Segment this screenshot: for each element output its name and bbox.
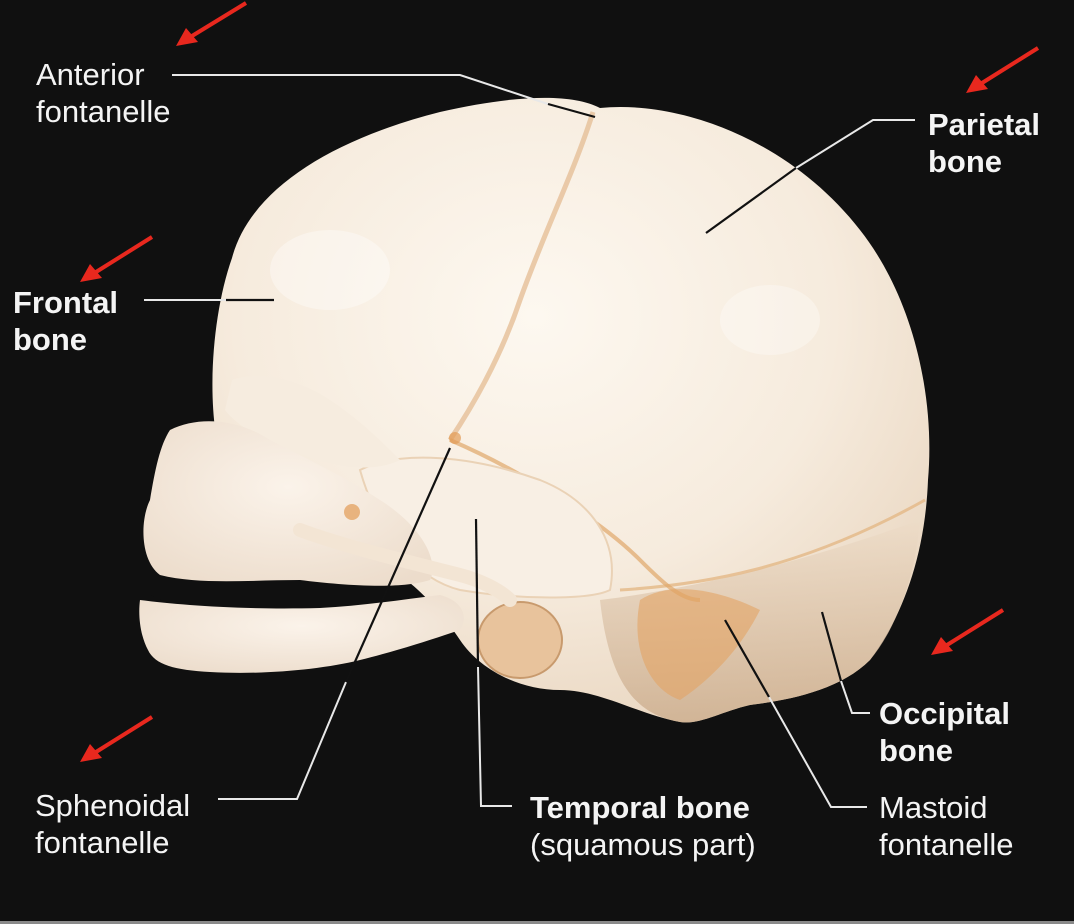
arrow-sphenoidal-fontanelle-icon [80,715,154,762]
arrow-frontal-bone-icon [80,235,154,282]
label-mastoid-fontanelle-line1: Mastoid [879,790,988,825]
label-parietal-bone: Parietal bone [928,106,1040,180]
label-sphenoidal-fontanelle: Sphenoidal fontanelle [35,787,190,861]
label-temporal-bone: Temporal bone (squamous part) [530,789,756,863]
label-anterior-fontanelle-line2: fontanelle [36,94,171,129]
leader-anterior-fontanelle [172,74,549,105]
label-frontal-bone: Frontal bone [13,284,118,358]
label-parietal-bone-line1: Parietal [928,107,1041,142]
label-anterior-fontanelle-line1: Anterior [36,57,145,92]
label-anterior-fontanelle: Anterior fontanelle [36,56,170,130]
label-sphenoidal-fontanelle-line1: Sphenoidal [35,788,191,823]
label-occipital-bone: Occipital bone [879,695,1010,769]
leader-occipital-bone [840,680,870,714]
label-mastoid-fontanelle: Mastoid fontanelle [879,789,1013,863]
label-mastoid-fontanelle-line2: fontanelle [879,827,1014,862]
leader-parietal-bone [795,119,915,169]
label-temporal-bone-line1: Temporal bone [530,790,750,825]
arrow-occipital-bone-icon [931,608,1005,655]
leader-sphenoidal-fontanelle [218,681,347,800]
label-frontal-bone-line2: bone [13,322,88,357]
label-temporal-bone-line2: (squamous part) [530,827,756,862]
leader-temporal-bone [477,666,512,807]
arrow-anterior-fontanelle-icon [176,1,248,46]
label-parietal-bone-line2: bone [928,144,1003,179]
facial-bones [139,376,517,673]
arrow-parietal-bone-icon [966,46,1040,93]
red-arrows [80,1,1040,762]
leader-lines [144,74,915,808]
label-occipital-bone-line2: bone [879,733,954,768]
label-sphenoidal-fontanelle-line2: fontanelle [35,825,170,860]
leader-mastoid-fontanelle [768,696,867,808]
label-frontal-bone-line1: Frontal [13,285,119,320]
label-occipital-bone-line1: Occipital [879,696,1010,731]
